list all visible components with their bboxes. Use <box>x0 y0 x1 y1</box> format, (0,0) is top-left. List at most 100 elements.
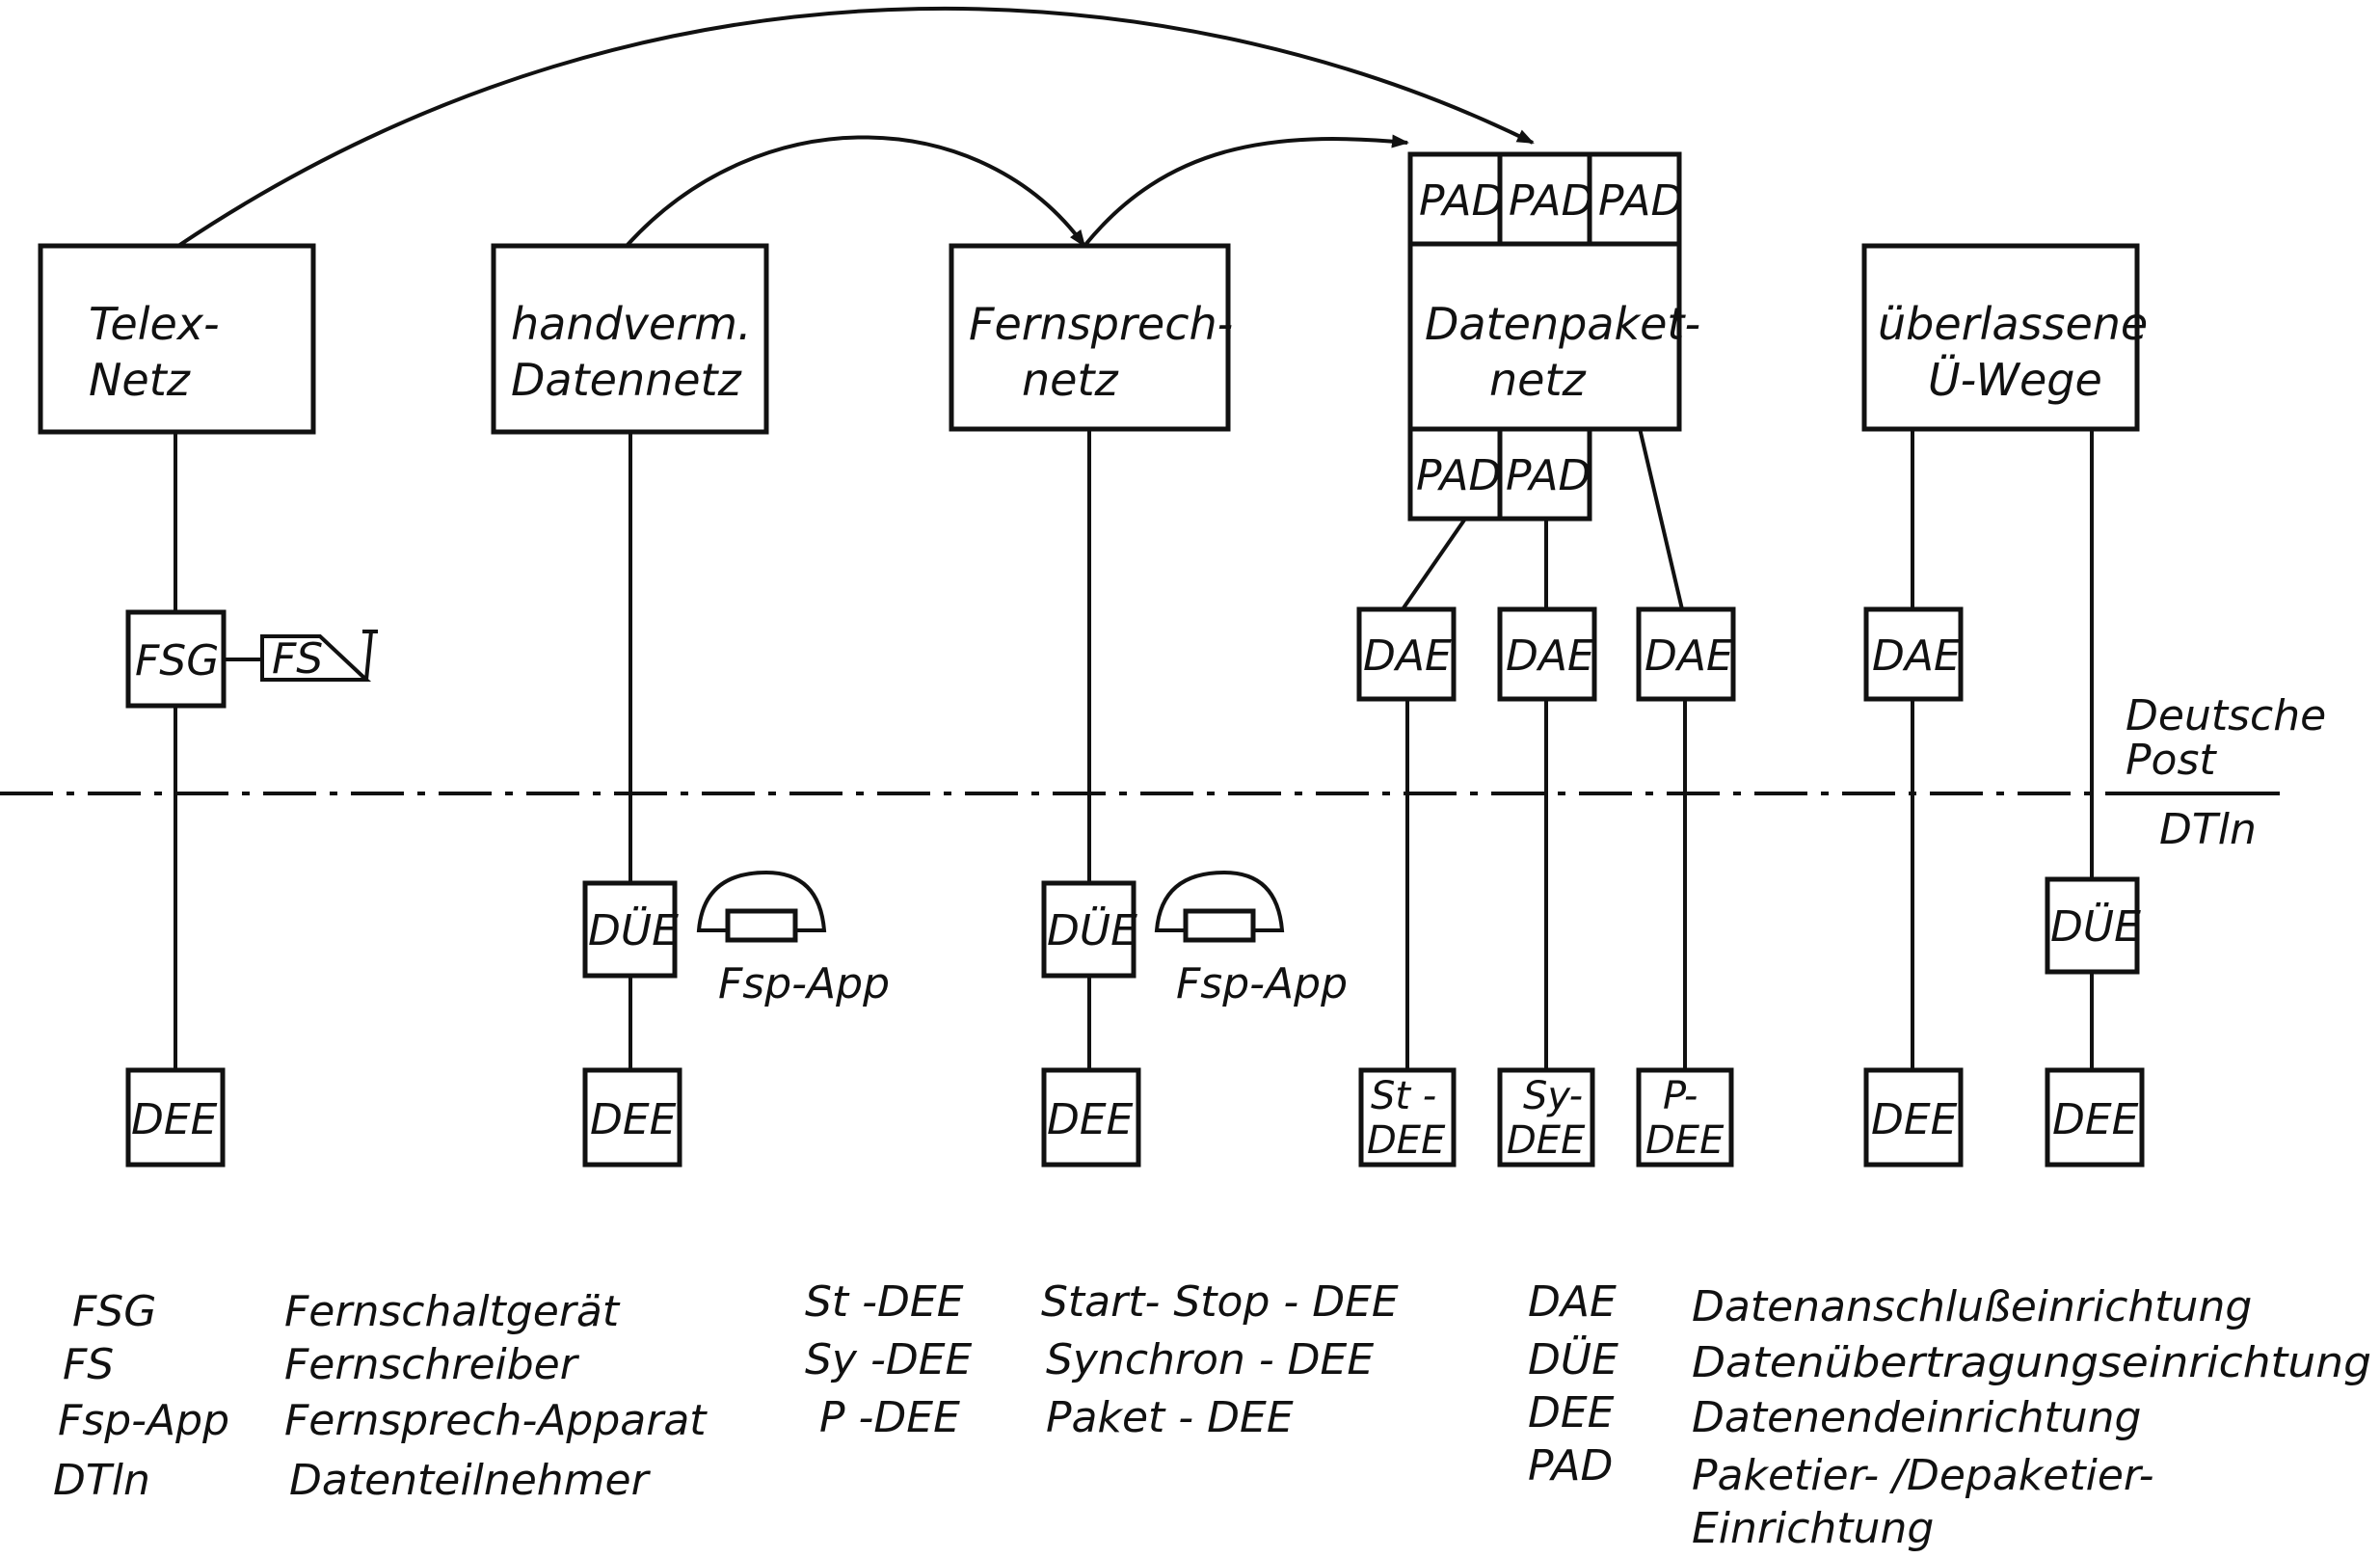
legend-abbr: Sy -DEE <box>805 1335 973 1384</box>
fs-label: FS <box>272 634 323 684</box>
pad-top-1-label: PAD <box>1419 176 1504 226</box>
dae-1-label: DAE <box>1363 631 1452 681</box>
legend-abbr: PAD <box>1528 1441 1613 1491</box>
dae-2-label: DAE <box>1506 631 1594 681</box>
dee-handverm-label: DEE <box>590 1095 677 1144</box>
st-dee-label-2: DEE <box>1367 1118 1446 1163</box>
legend-desc: Datenteilnehmer <box>289 1456 652 1505</box>
sy-dee-label-1: Sy- <box>1523 1074 1583 1118</box>
datenpaketnetz-box <box>1407 241 1682 432</box>
st-dee-box <box>1358 1067 1457 1168</box>
due-fernsprech-label: DÜE <box>1047 905 1137 955</box>
legend-desc: Paketier- /Depaketier- <box>1692 1451 2153 1500</box>
dee-box-fernsprech <box>1041 1067 1141 1168</box>
legend-abbr: DTln <box>53 1456 150 1505</box>
pad-top-2-label: PAD <box>1509 176 1593 226</box>
legend-abbr: FS <box>63 1340 114 1389</box>
st-dee-label-1: St - <box>1371 1074 1436 1118</box>
fs-teleprinter-icon <box>260 630 378 682</box>
boundary-lower-label: DTln <box>2159 805 2257 854</box>
pad-bottom-2 <box>1497 426 1592 522</box>
arc-fernsprech-to-datenpaket <box>1083 134 1409 248</box>
legend-desc: Fernsprech-Apparat <box>284 1396 708 1445</box>
dae-box-1 <box>1356 606 1457 702</box>
ueberlassene-label-2: Ü-Wege <box>1928 354 2102 406</box>
datenpaket-label-2: netz <box>1489 354 1586 406</box>
legend-abbr: Fsp-App <box>58 1396 229 1445</box>
telex-label-2: Netz <box>89 354 191 406</box>
legend-abbr: DÜE <box>1528 1334 1618 1384</box>
telephone-icon-fernsprech <box>1154 870 1285 943</box>
telephone-icon-handverm <box>696 870 827 943</box>
legend-desc: Einrichtung <box>1692 1504 1934 1553</box>
arc-handverm-to-fernsprech <box>625 135 1086 248</box>
fernsprechnetz-box <box>949 243 1231 432</box>
pad-top-3 <box>1587 151 1682 247</box>
boundary-upper-label-2: Post <box>2126 736 2217 785</box>
fernsprech-label-2: netz <box>1022 354 1118 406</box>
legend-abbr: P -DEE <box>819 1393 960 1442</box>
telex-netz-box <box>38 243 316 435</box>
pad-top-2 <box>1497 151 1592 247</box>
sy-dee-label-2: DEE <box>1507 1118 1586 1163</box>
fsg-label: FSG <box>135 636 219 685</box>
legend-desc: Fernschreiber <box>284 1340 580 1389</box>
legend-abbr: FSG <box>72 1287 156 1336</box>
due-handverm-label: DÜE <box>588 905 679 955</box>
legend: FSG Fernschaltgerät FS Fernschreiber Fsp… <box>53 1277 2371 1553</box>
dee-box-telex <box>125 1067 226 1168</box>
pad-bottom-1-label: PAD <box>1416 451 1501 500</box>
pad-top-3-label: PAD <box>1598 176 1683 226</box>
p-dee-label-1: P- <box>1663 1074 1698 1118</box>
telex-label-1: Telex- <box>89 298 220 350</box>
due-box-handverm <box>582 880 678 979</box>
dee-fernsprech-label: DEE <box>1047 1095 1134 1144</box>
arc-telex-to-pad <box>176 6 1535 248</box>
pad-top-1 <box>1407 151 1503 247</box>
dee-box-ueberlassene-2 <box>2045 1067 2145 1168</box>
fsp-app-label-handverm: Fsp-App <box>718 959 890 1008</box>
dee-ueberlassene-2-label: DEE <box>2052 1095 2139 1144</box>
datenpaket-label-1: Datenpaket- <box>1425 298 1700 350</box>
line-paket-dae3 <box>1637 423 1684 610</box>
fernsprech-label-1: Fernsprech- <box>969 298 1233 350</box>
fsg-box <box>125 609 227 709</box>
legend-abbr: DAE <box>1528 1277 1617 1327</box>
dae-4-label: DAE <box>1872 631 1961 681</box>
dee-box-ueberlassene-1 <box>1863 1067 1964 1168</box>
legend-abbr: DEE <box>1528 1388 1615 1437</box>
ueberlassene-wege-box <box>1861 243 2140 432</box>
ueberlassene-label-1: überlassene <box>1878 298 2148 350</box>
due-box-fernsprech <box>1041 880 1137 979</box>
dae-box-2 <box>1497 606 1597 702</box>
legend-abbr: St -DEE <box>805 1277 964 1327</box>
pad-bottom-2-label: PAD <box>1506 451 1591 500</box>
legend-desc: Synchron - DEE <box>1046 1335 1374 1384</box>
p-dee-box <box>1636 1067 1734 1168</box>
due-ueberlassene-label: DÜE <box>2050 901 2141 952</box>
boundary-upper-label-1: Deutsche <box>2126 691 2326 740</box>
handverm-label-2: Datennetz <box>511 354 742 406</box>
p-dee-label-2: DEE <box>1645 1118 1725 1163</box>
fsp-app-label-fernsprech: Fsp-App <box>1176 959 1348 1008</box>
due-box-ueberlassene <box>2045 876 2140 975</box>
pad-bottom-1 <box>1407 426 1503 522</box>
legend-desc: Datenübertragungseinrichtung <box>1692 1338 2371 1387</box>
handverm-label-1: handverm. <box>511 298 752 350</box>
dae-3-label: DAE <box>1645 631 1733 681</box>
sy-dee-box <box>1497 1067 1595 1168</box>
dae-box-4 <box>1863 606 1964 702</box>
legend-desc: Fernschaltgerät <box>284 1287 621 1336</box>
dee-ueberlassene-1-label: DEE <box>1871 1095 1958 1144</box>
dee-box-handverm <box>582 1067 682 1168</box>
legend-desc: Datenanschlußeinrichtung <box>1692 1282 2252 1331</box>
legend-desc: Start- Stop - DEE <box>1041 1277 1399 1327</box>
dae-box-3 <box>1636 606 1736 702</box>
handverm-datennetz-box <box>491 243 769 435</box>
legend-desc: Paket - DEE <box>1046 1393 1294 1442</box>
legend-desc: Datenendeinrichtung <box>1692 1393 2141 1442</box>
dee-telex-label: DEE <box>131 1095 218 1144</box>
line-pad-dae1 <box>1401 517 1467 611</box>
